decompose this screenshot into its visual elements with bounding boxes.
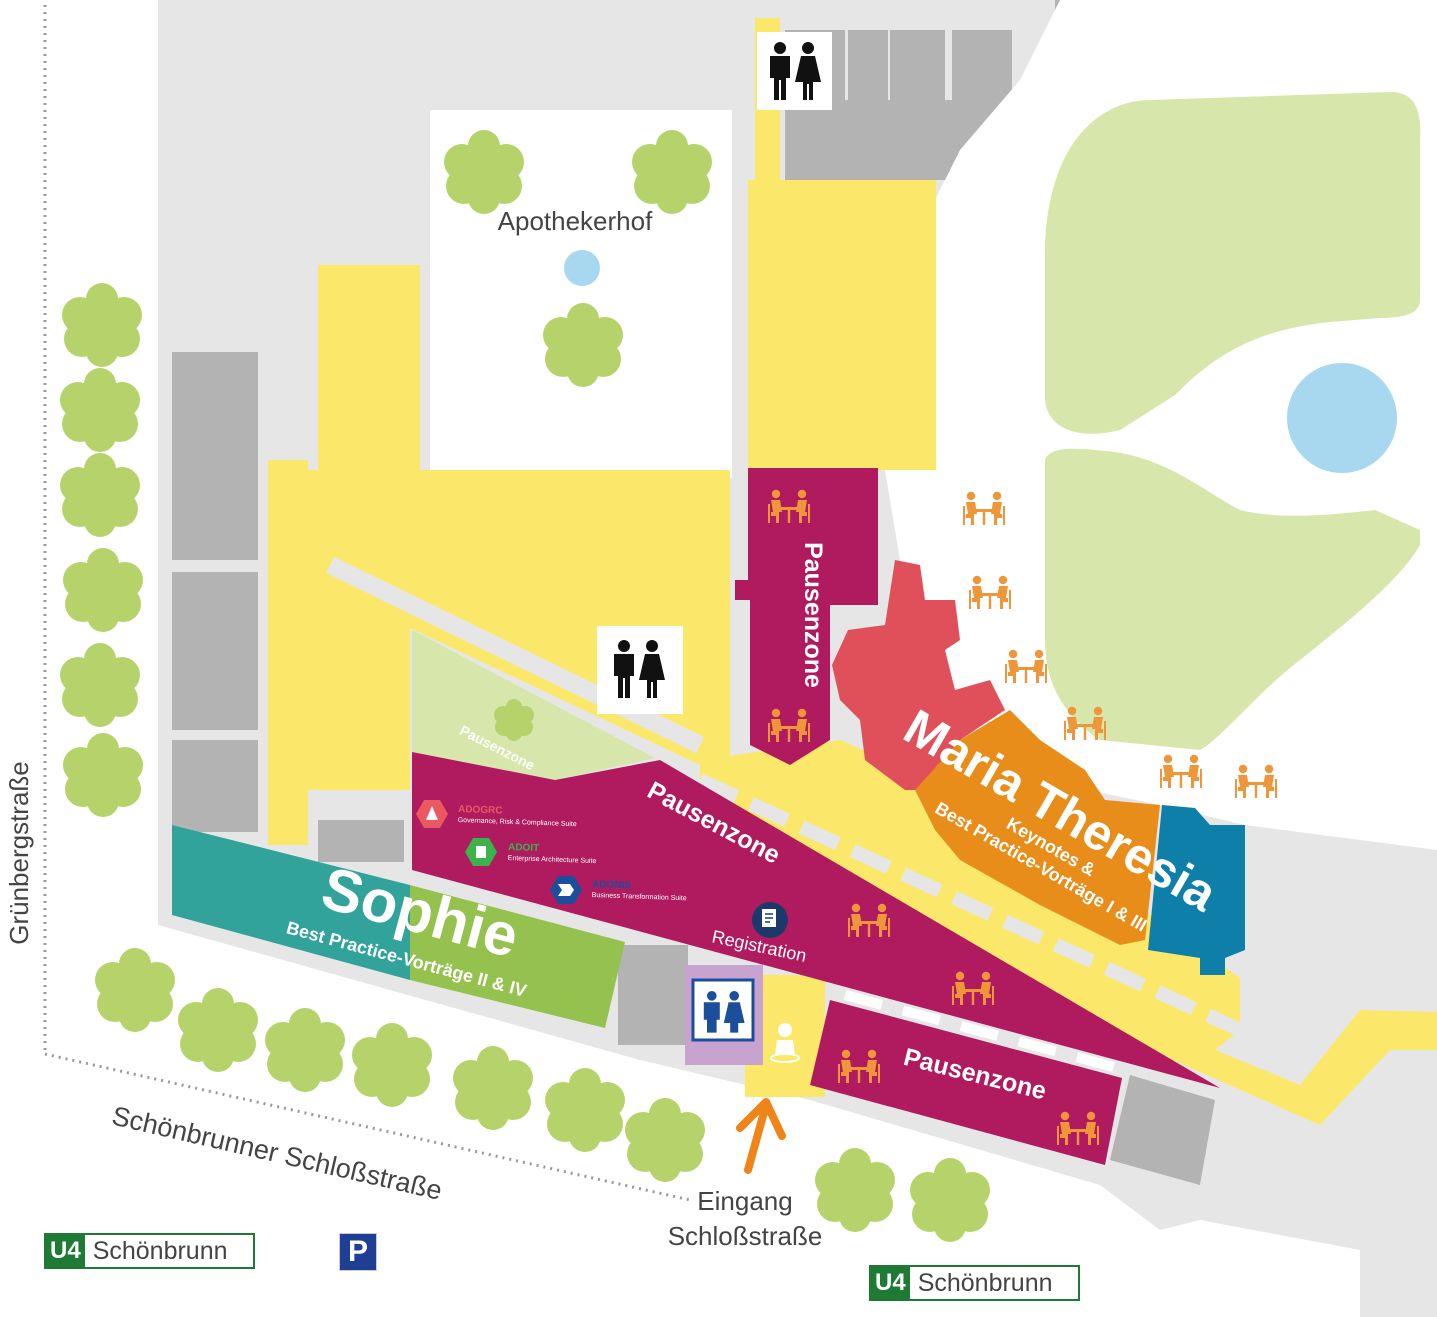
product-text-adogrc: ADOGRC Governance, Risk & Compliance Sui… <box>458 804 577 828</box>
ubahn-badge-left: U4 Schönbrunn <box>44 1233 255 1269</box>
product-badge-adonis <box>550 876 582 904</box>
product-text-adoit: ADOIT Enterprise Architecture Suite <box>508 842 597 865</box>
maria-theresia-stage <box>1148 805 1245 975</box>
maria-theresia-hall <box>915 710 1160 945</box>
parking-icon: P <box>339 1233 377 1271</box>
ubahn-badge-right: U4 Schönbrunn <box>869 1265 1080 1301</box>
restroom-icon <box>757 32 832 110</box>
product-name: ADOIT <box>508 842 539 854</box>
product-text-adonis: ADONIS Business Transformation Suite <box>592 879 687 902</box>
ubahn-line: U4 <box>46 1235 85 1267</box>
ubahn-station: Schönbrunn <box>92 1236 228 1265</box>
product-desc: Enterprise Architecture Suite <box>508 855 597 865</box>
sophie-room-teal <box>172 825 410 980</box>
street-border-bottom <box>44 1052 691 1202</box>
pausenzone-vertical-label: Pausenzone <box>799 542 827 688</box>
path-diagonal-2 <box>697 773 1243 1037</box>
product-desc: Business Transformation Suite <box>592 892 687 902</box>
maria-theresia-foyer <box>832 560 1005 790</box>
info-point-icon <box>770 1023 800 1063</box>
product-name: ADOGRC <box>458 804 503 817</box>
pausenzone-vertical <box>735 468 878 765</box>
street-label-bottom: Schönbrunner Schloßstraße <box>109 1101 445 1206</box>
pausenzone-bottom-gap <box>843 990 1127 1075</box>
street-label-left: Grünbergstraße <box>4 761 34 945</box>
entrance-arrow-icon <box>736 1098 786 1174</box>
apothekerhof-label: Apothekerhof <box>498 206 653 236</box>
path-diagonal <box>326 556 704 754</box>
product-badge-adoit <box>465 838 497 866</box>
sophie-room-green <box>410 885 625 1028</box>
restroom-icon <box>597 626 683 714</box>
pond-cour <box>1287 363 1397 473</box>
product-name: ADONIS <box>592 879 632 891</box>
pausenzone-lawn <box>412 630 655 780</box>
restroom-sign-icon <box>691 978 755 1042</box>
product-desc: Governance, Risk & Compliance Suite <box>458 817 577 828</box>
ubahn-station: Schönbrunn <box>917 1268 1053 1297</box>
entrance-label-line2: Schloßstraße <box>668 1221 823 1251</box>
product-badge-adogrc <box>416 800 448 828</box>
ubahn-line: U4 <box>871 1267 910 1299</box>
register-icon <box>752 902 788 938</box>
lawn-upper <box>1045 92 1421 434</box>
entrance-label-line1: Eingang <box>697 1186 792 1216</box>
pausenzone-main <box>412 752 1220 1088</box>
lawn-lower <box>1045 448 1420 750</box>
pond-apothekerhof <box>564 250 600 286</box>
pausenzone-bottom <box>810 1000 1122 1165</box>
